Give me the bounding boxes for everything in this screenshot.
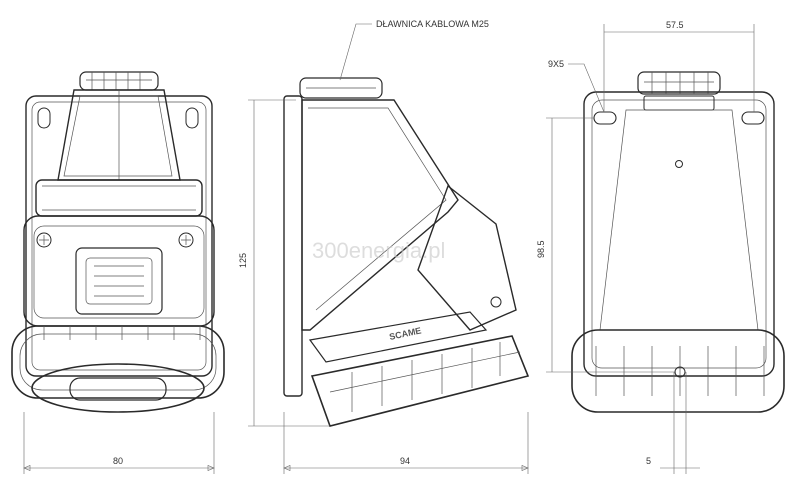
side-depth-label: 94 xyxy=(400,456,410,466)
hole-distance-label: 98.5 xyxy=(536,240,546,258)
watermark: 300energia.pl xyxy=(312,238,445,263)
front-view xyxy=(11,71,225,413)
mount-spacing-label: 57.5 xyxy=(666,20,684,30)
dimension-lines xyxy=(23,23,755,474)
slot-size-label: 9X5 xyxy=(548,59,564,69)
brand-mark: SCAME xyxy=(388,325,422,342)
rear-view xyxy=(571,71,785,413)
height-label: 125 xyxy=(238,253,248,268)
front-width-label: 80 xyxy=(113,456,123,466)
side-view xyxy=(283,77,530,427)
bottom-offset-label: 5 xyxy=(646,456,651,466)
cable-gland-label: DŁAWNICA KABLOWA M25 xyxy=(376,19,489,29)
